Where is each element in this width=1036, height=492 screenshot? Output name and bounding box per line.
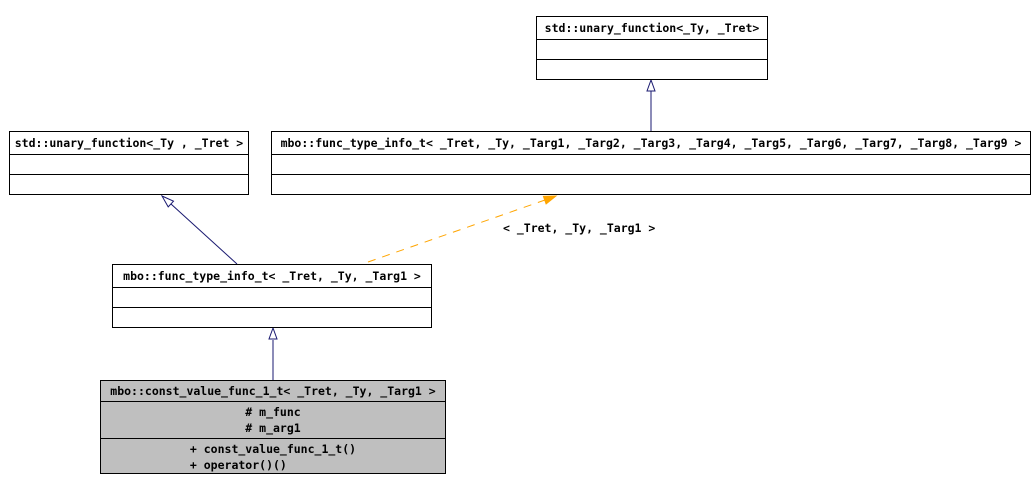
methods-section	[113, 308, 431, 327]
template-instantiation-edge	[367, 195, 558, 263]
attribute-m-func: # m_func	[245, 405, 301, 419]
class-box-func-type-info-full[interactable]: mbo::func_type_info_t< _Tret, _Ty, _Targ…	[271, 131, 1031, 195]
methods-list: + const_value_func_1_t() + operator()()	[190, 441, 356, 473]
attributes-section	[10, 155, 248, 175]
class-box-func-type-info-1[interactable]: mbo::func_type_info_t< _Tret, _Ty, _Targ…	[112, 264, 432, 328]
methods-section	[272, 175, 1030, 194]
inheritance-edge-main-to-info1	[268, 326, 278, 380]
inheritance-edge-info1-to-left	[160, 194, 238, 265]
class-title: mbo::const_value_func_1_t< _Tret, _Ty, _…	[101, 381, 445, 402]
method-operator-call: + operator()()	[189, 458, 287, 472]
class-title: std::unary_function<_Ty , _Tret >	[10, 132, 248, 155]
class-title: mbo::func_type_info_t< _Tret, _Ty, _Targ…	[272, 132, 1030, 155]
attributes-section	[113, 288, 431, 308]
class-box-const-value-func-1-t: mbo::const_value_func_1_t< _Tret, _Ty, _…	[100, 380, 446, 474]
method-constructor: + const_value_func_1_t()	[189, 442, 357, 456]
attributes-section	[272, 155, 1030, 175]
class-box-std-unary-function-left[interactable]: std::unary_function<_Ty , _Tret >	[9, 131, 249, 195]
attributes-section: # m_func # m_arg1	[101, 402, 445, 439]
class-box-std-unary-function-top[interactable]: std::unary_function<_Ty, _Tret>	[536, 16, 768, 80]
attributes-section	[537, 40, 767, 60]
inheritance-edge-full-to-top	[646, 78, 656, 131]
template-args-label: < _Tret, _Ty, _Targ1 >	[503, 221, 656, 235]
class-title: std::unary_function<_Ty, _Tret>	[537, 17, 767, 40]
class-title: mbo::func_type_info_t< _Tret, _Ty, _Targ…	[113, 265, 431, 288]
methods-section	[10, 175, 248, 194]
methods-section	[537, 60, 767, 79]
attribute-m-arg1: # m_arg1	[245, 421, 301, 435]
methods-section: + const_value_func_1_t() + operator()()	[101, 439, 445, 475]
